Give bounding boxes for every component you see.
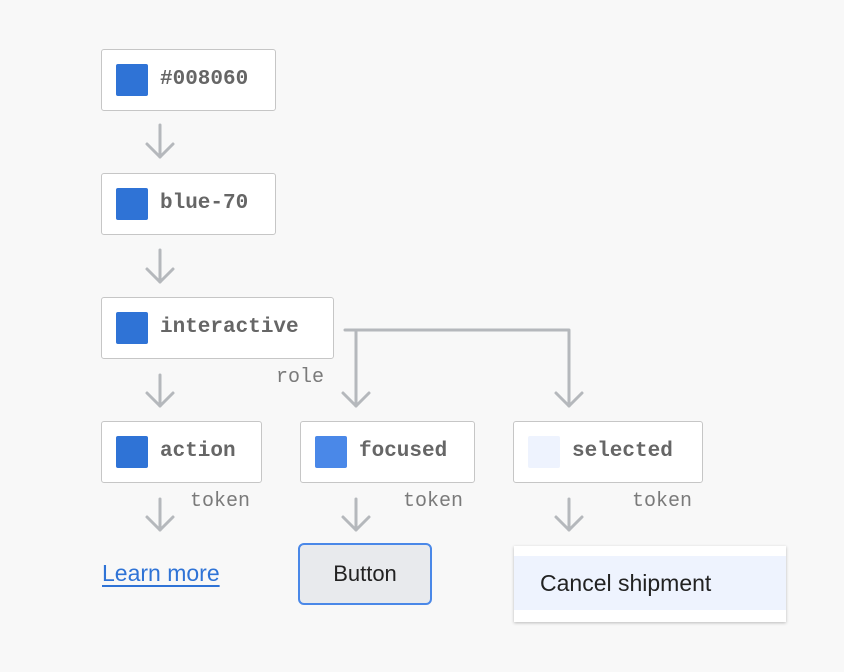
example-menu: Cancel shipment: [514, 546, 786, 622]
node-hex-label: #008060: [160, 68, 249, 91]
menu-item-cancel-shipment[interactable]: Cancel shipment: [514, 556, 786, 610]
arrow-focused-to-button: [341, 497, 371, 532]
arrow-interactive-to-focused: [341, 328, 571, 408]
swatch-focus: [315, 436, 347, 468]
node-focused: focused: [300, 421, 475, 483]
learn-more-link[interactable]: Learn more: [102, 560, 220, 586]
node-action: action: [101, 421, 262, 483]
node-focused-label: focused: [359, 440, 448, 463]
arrow-interactive-to-action: [145, 373, 175, 408]
node-palette: blue-70: [101, 173, 276, 235]
edge-label-token-focused: token: [403, 490, 464, 513]
arrow-selected-to-menu: [554, 497, 584, 532]
node-action-label: action: [160, 440, 236, 463]
example-button[interactable]: Button: [298, 543, 432, 605]
swatch-blue: [116, 436, 148, 468]
node-hex: #008060: [101, 49, 276, 111]
swatch-blue: [116, 64, 148, 96]
arrow-interactive-to-selected: [554, 391, 584, 408]
edge-label-token-action: token: [190, 490, 251, 513]
swatch-blue: [116, 312, 148, 344]
node-interactive-label: interactive: [160, 316, 299, 339]
swatch-selected: [528, 436, 560, 468]
arrow-hex-to-palette: [145, 123, 175, 159]
arrow-palette-to-interactive: [145, 248, 175, 284]
swatch-blue: [116, 188, 148, 220]
node-interactive: interactive: [101, 297, 334, 359]
node-palette-label: blue-70: [160, 192, 249, 215]
node-selected-label: selected: [572, 440, 673, 463]
edge-label-token-selected: token: [632, 490, 693, 513]
node-selected: selected: [513, 421, 703, 483]
arrow-action-to-link: [145, 497, 175, 532]
edge-label-role: role: [276, 366, 325, 389]
